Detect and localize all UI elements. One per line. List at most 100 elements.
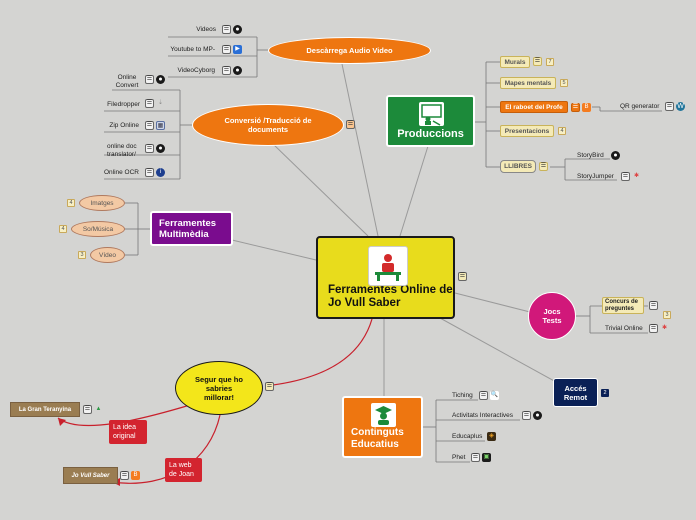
- multimedia-item-so-musica[interactable]: So/Música: [71, 221, 125, 237]
- tan-jo-vull-saber[interactable]: Jo Vull Saber: [63, 467, 118, 484]
- descarrega-label: Descàrrega Audio Video: [306, 46, 393, 55]
- central-title: Ferramentes Online de Jo Vull Saber: [328, 284, 453, 309]
- multimedia-item-imatges[interactable]: Imatges: [79, 195, 125, 211]
- globe-icon[interactable]: ●: [233, 25, 242, 34]
- note-icon[interactable]: ☰: [539, 162, 548, 171]
- jocs-label: Jocs Tests: [542, 307, 562, 325]
- note-icon[interactable]: ☰: [458, 272, 467, 281]
- note-icon[interactable]: ☰: [479, 391, 488, 400]
- note-icon[interactable]: ☰: [83, 405, 92, 414]
- presentation-board-icon: [419, 102, 444, 126]
- continguts-label: Continguts Educatius: [351, 427, 404, 450]
- produccions-item-murals[interactable]: Murals: [500, 56, 530, 68]
- note-icon[interactable]: ☰: [471, 453, 480, 462]
- note-icon[interactable]: ☰: [222, 25, 231, 34]
- central-topic[interactable]: Ferramentes Online de Jo Vull Saber: [316, 236, 455, 319]
- note-icon[interactable]: ☰: [145, 99, 154, 108]
- produccions-label: Produccions: [397, 128, 464, 140]
- globe-icon[interactable]: ●: [156, 144, 165, 153]
- produccions-item-llibres[interactable]: LLIBRES: [500, 160, 536, 173]
- note-icon[interactable]: ☰: [222, 66, 231, 75]
- note-icon[interactable]: ☰: [265, 382, 274, 391]
- produccions-item-presentacions[interactable]: Presentacions: [500, 125, 554, 137]
- descarrega-node[interactable]: Descàrrega Audio Video: [268, 37, 431, 64]
- acces-label: Accés Remot: [563, 383, 588, 402]
- zip-icon[interactable]: ▦: [156, 121, 165, 130]
- produccions-item-mapes[interactable]: Mapes mentals: [500, 77, 556, 89]
- note-icon[interactable]: ☰: [533, 57, 542, 66]
- acces-node[interactable]: Accés Remot: [553, 378, 598, 407]
- note-icon[interactable]: ☰: [522, 411, 531, 420]
- llibres-item-storyjumper[interactable]: StoryJumper: [577, 173, 614, 180]
- conversio-item-zip-online[interactable]: Zip Online: [109, 122, 139, 129]
- note-icon[interactable]: ☰: [145, 75, 154, 84]
- note-icon[interactable]: ☰: [649, 324, 658, 333]
- note-idea-original[interactable]: La idea original: [109, 420, 147, 444]
- wordpress-icon[interactable]: W: [676, 102, 685, 111]
- imatges-count: 4: [67, 199, 75, 207]
- globe-icon[interactable]: ●: [233, 66, 242, 75]
- jocs-item-trivial[interactable]: Trivial Online: [605, 325, 643, 332]
- murals-count: 7: [546, 58, 554, 66]
- youtube-icon[interactable]: ▶: [233, 45, 242, 54]
- so-musica-count: 4: [59, 225, 67, 233]
- continguts-item-activitats[interactable]: Activitats Interactives: [452, 412, 514, 419]
- colorful-icon[interactable]: ✱: [661, 325, 668, 331]
- conversio-item-filedropper[interactable]: Filedropper: [107, 101, 140, 108]
- jocs-node[interactable]: Jocs Tests: [528, 292, 576, 340]
- phet-icon[interactable]: ▣: [482, 453, 491, 462]
- conversio-label: Conversió /Traducció de documents: [224, 116, 312, 134]
- continguts-item-phet[interactable]: Phet: [452, 454, 466, 461]
- llibres-item-storybird[interactable]: StoryBird: [577, 152, 604, 159]
- search-icon[interactable]: 🔍: [490, 391, 499, 400]
- concurs-count: 3: [663, 311, 671, 319]
- conversio-node[interactable]: Conversió /Traducció de documents: [192, 104, 344, 146]
- note-icon[interactable]: ☰: [571, 103, 580, 112]
- note-icon[interactable]: ☰: [346, 120, 355, 129]
- presentacions-count: 4: [558, 127, 566, 135]
- mapes-count: 5: [560, 79, 568, 87]
- continguts-node[interactable]: Continguts Educatius: [342, 396, 423, 458]
- segur-label: Segur que ho sabries millorar!: [195, 374, 243, 402]
- continguts-item-tiching[interactable]: Tiching: [452, 392, 473, 399]
- note-icon[interactable]: ☰: [649, 301, 658, 310]
- note-icon[interactable]: ☰: [222, 45, 231, 54]
- descarrega-item-youtube[interactable]: Youtube to MP-: [170, 46, 215, 53]
- drive-icon[interactable]: ▲: [95, 406, 102, 412]
- note-icon[interactable]: ☰: [621, 172, 630, 181]
- note-icon[interactable]: ☰: [145, 168, 154, 177]
- descarrega-item-videos[interactable]: Videos: [196, 26, 216, 33]
- graduate-icon: [371, 403, 396, 427]
- produccions-node[interactable]: Produccions: [386, 95, 475, 147]
- teacher-desk-icon: [368, 246, 408, 286]
- note-icon[interactable]: ☰: [145, 121, 154, 130]
- colorful-icon[interactable]: ✱: [633, 173, 640, 179]
- continguts-item-educaplus[interactable]: Educaplus: [452, 433, 483, 440]
- multimedia-node[interactable]: Ferramentes Multimèdia: [150, 211, 233, 246]
- conversio-item-online-ocr[interactable]: Online OCR: [103, 169, 139, 176]
- tan-gran-teranyina[interactable]: La Gran Teranyina: [10, 402, 80, 417]
- educaplus-icon[interactable]: ◈: [487, 432, 496, 441]
- acces-count: 2: [601, 389, 609, 397]
- globe-icon[interactable]: ●: [611, 151, 620, 160]
- jocs-item-concurs[interactable]: Concurs de preguntes: [602, 297, 644, 314]
- info-icon[interactable]: i: [156, 168, 165, 177]
- file-icon[interactable]: ⇣: [157, 100, 164, 106]
- descarrega-item-videocyborg[interactable]: VideoCyborg: [177, 67, 215, 74]
- qr-generator-label[interactable]: QR generator: [620, 103, 660, 110]
- note-icon[interactable]: ☰: [665, 102, 674, 111]
- note-icon[interactable]: ☰: [120, 471, 129, 480]
- conversio-item-doc-translator[interactable]: online doc translator/: [107, 143, 137, 158]
- note-web-joan[interactable]: La web de Joan: [165, 458, 202, 482]
- blogger-icon[interactable]: B: [582, 103, 591, 112]
- note-icon[interactable]: ☰: [145, 144, 154, 153]
- blogger-icon[interactable]: B: [131, 471, 140, 480]
- segur-node[interactable]: Segur que ho sabries millorar!: [175, 361, 263, 415]
- globe-icon[interactable]: ●: [156, 75, 165, 84]
- produccions-item-raboet[interactable]: El raboet del Profe: [500, 101, 568, 113]
- video-count: 3: [78, 251, 86, 259]
- multimedia-item-video[interactable]: Vídeo: [90, 247, 125, 263]
- conversio-item-online-convert[interactable]: Online Convert: [115, 74, 139, 89]
- globe-icon[interactable]: ●: [533, 411, 542, 420]
